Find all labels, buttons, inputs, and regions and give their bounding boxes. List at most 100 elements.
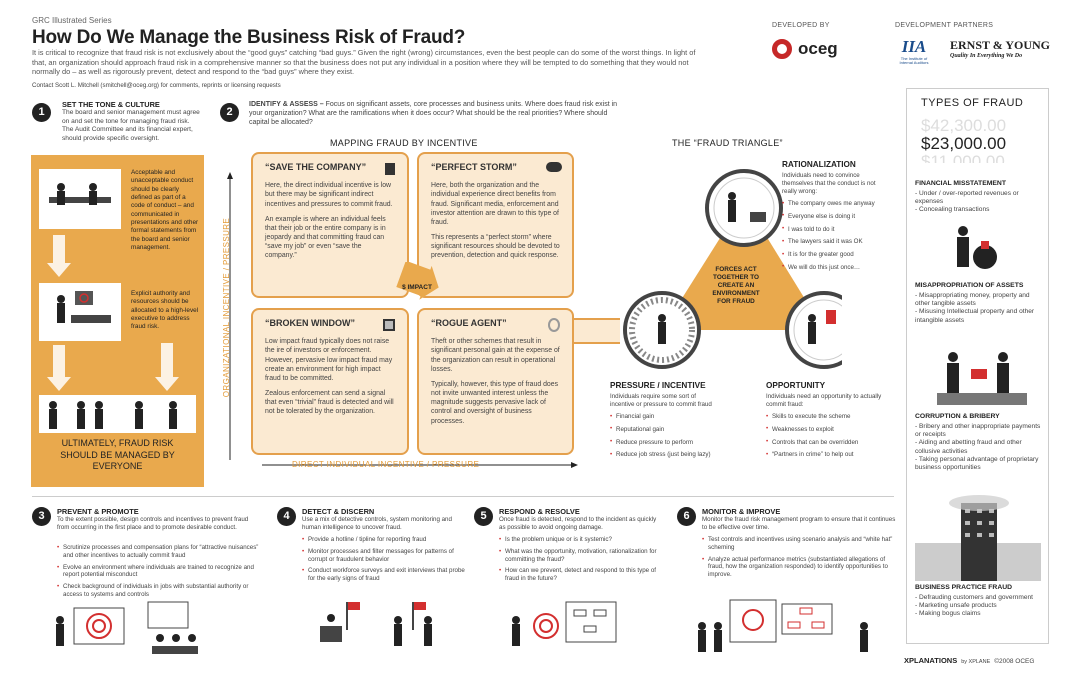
save-the-company-title: “SAVE THE COMPANY”: [265, 162, 367, 172]
step-3-item: Scrutinize processes and compensation pl…: [57, 544, 262, 560]
pressure-item: Reduce job stress (just being lazy): [610, 451, 735, 459]
step-5-title: RESPOND & RESOLVE: [499, 507, 580, 516]
step-5-text: Once fraud is detected, respond to the i…: [499, 516, 657, 532]
broken-window-box: “BROKEN WINDOW” Low impact fraud typical…: [251, 308, 409, 455]
tone-panel-illustration: [39, 169, 196, 433]
pressure-item: Financial gain: [610, 413, 735, 421]
financial-misstatement-list: - Under / over-reported revenues or expe…: [915, 190, 1043, 215]
footer-credits: XPLANATIONS by XPLANE ©2008 OCEG: [904, 656, 1034, 666]
corruption-item: - Bribery and other inappropriate paymen…: [915, 423, 1041, 439]
corruption-title: CORRUPTION & BRIBERY: [915, 413, 1000, 420]
save-the-company-box: “SAVE THE COMPANY” Here, the direct indi…: [251, 152, 409, 298]
amount-ghost-bottom: $11,000.00: [921, 152, 1005, 163]
prevent-illustration: [56, 601, 198, 654]
dev-partners-label: DEVELOPMENT PARTNERS: [895, 22, 994, 29]
opportunity-desc: Individuals need an opportunity to actua…: [766, 393, 882, 409]
intro-text: It is critical to recognize that fraud r…: [32, 48, 696, 77]
triangle-center-text: FORCES ACT TOGETHER TO CREATE AN ENVIRON…: [712, 266, 760, 305]
axis-arrows: [227, 172, 578, 468]
broken-window-p1: Low impact fraud typically does not rais…: [265, 338, 393, 382]
monitor-illustration: [698, 599, 868, 652]
rogue-agent-box: “ROGUE AGENT” Theft or other schemes tha…: [417, 308, 574, 455]
oceg-wordmark: oceg: [798, 39, 838, 58]
pressure-list: Financial gain Reputational gain Reduce …: [610, 413, 735, 464]
down-arrow-icon: [47, 345, 71, 391]
misappropriation-item: - Misusing Intellectual property and oth…: [915, 308, 1035, 324]
detect-illustration: [320, 602, 432, 646]
copyright: ©2008 OCEG: [994, 658, 1035, 665]
impact-label: $ IMPACT: [402, 284, 432, 291]
ey-logo: ERNST & YOUNG Quality In Everything We D…: [950, 38, 1050, 61]
business-item: - Marketing unsafe products: [915, 602, 997, 610]
step-1-text: The board and senior management must agr…: [62, 109, 200, 142]
fraud-triangle-graphic: [623, 169, 842, 369]
down-arrow-icon: [47, 235, 71, 277]
save-the-company-p1: Here, the direct individual incentive is…: [265, 182, 393, 208]
step-6-text: Monitor the fraud risk management progra…: [702, 516, 896, 532]
misappropriation-list: - Misappropriating money, property and o…: [915, 292, 1045, 325]
financial-item: - Under / over-reported revenues or expe…: [915, 190, 1019, 206]
xplanations-logo: XPLANATIONS: [904, 656, 958, 665]
business-item: - Making bogus claims: [915, 610, 981, 618]
corruption-list: - Bribery and other inappropriate paymen…: [915, 423, 1045, 472]
misappropriation-item: - Misappropriating money, property and o…: [915, 292, 1030, 308]
skyline-illustration: [915, 495, 1041, 581]
rogue-agent-p2: Typically, however, this type of fraud d…: [431, 380, 559, 425]
acceptable-conduct-text: Acceptable and unacceptable conduct shou…: [131, 169, 199, 251]
step-3-item: Check background of individuals in jobs …: [57, 583, 262, 599]
step-6-list: Test controls and incentives using scena…: [702, 536, 898, 583]
step-4-number: 4: [277, 507, 296, 526]
step-5-item: What was the opportunity, motivation, ra…: [499, 548, 661, 564]
step-5-number: 5: [474, 507, 493, 526]
rationalization-desc: Individuals need to convince themselves …: [782, 172, 876, 196]
pressure-item: Reduce pressure to perform: [610, 438, 735, 447]
rogue-agent-p1: Theft or other schemes that result in si…: [431, 338, 560, 373]
oceg-ring-icon: [772, 38, 792, 59]
step-3-number: 3: [32, 507, 51, 526]
perfect-storm-p2: This represents a “perfect storm” where …: [431, 234, 560, 260]
iia-logo: IIA The Institute of Internal Auditors: [895, 36, 933, 65]
step-6-item: Test controls and incentives using scena…: [702, 536, 898, 552]
bribery-handoff-illustration: [937, 352, 1027, 405]
step-4-title: DETECT & DISCERN: [302, 507, 375, 516]
perfect-storm-title: “PERFECT STORM”: [431, 162, 517, 172]
series-label: GRC Illustrated Series: [32, 16, 112, 25]
opportunity-item: Weaknesses to exploit: [766, 425, 894, 434]
building-icon: [385, 163, 395, 175]
window-icon: [383, 319, 395, 331]
step-4-item: Conduct workforce surveys and exit inter…: [302, 567, 468, 583]
types-of-fraud-title: TYPES OF FRAUD: [921, 97, 1024, 109]
ey-tagline: Quality In Everything We Do: [950, 53, 1023, 59]
money-bag-illustration: [957, 226, 997, 269]
financial-misstatement-title: FINANCIAL MISSTATEMENT: [915, 180, 1006, 187]
step-5-item: Is the problem unique or is it systemic?: [499, 536, 661, 544]
page-title: How Do We Manage the Business Risk of Fr…: [32, 27, 466, 48]
misappropriation-title: MISAPPROPRIATION OF ASSETS: [915, 282, 1024, 289]
storm-cloud-icon: [546, 162, 562, 172]
step-5-list: Is the problem unique or is it systemic?…: [499, 536, 661, 587]
financial-item: - Concealing transactions: [915, 206, 990, 214]
amount-main: $23,000.00: [921, 134, 1007, 153]
step-2-intro-text: Focus on significant assets, core proces…: [249, 101, 618, 127]
perfect-storm-p1: Here, both the organization and the indi…: [431, 182, 559, 226]
broken-window-title: “BROKEN WINDOW”: [265, 318, 355, 328]
step-6-title: MONITOR & IMPROVE: [702, 507, 781, 516]
opportunity-item: “Partners in crime” to help out: [766, 451, 894, 459]
rationalization-item: We will do this just once…: [782, 263, 894, 272]
step-3-title: PREVENT & PROMOTE: [57, 507, 139, 516]
business-practice-list: - Defrauding customers and government - …: [915, 594, 1043, 619]
business-practice-title: BUSINESS PRACTICE FRAUD: [915, 584, 1013, 591]
rogue-agent-title: “ROGUE AGENT”: [431, 318, 507, 328]
impact-arrow: [396, 262, 439, 300]
step-5-item: How can we prevent, detect and respond t…: [499, 567, 661, 583]
ey-name: ERNST & YOUNG: [950, 38, 1051, 52]
types-of-fraud-panel: TYPES OF FRAUD $42,300.00 $23,000.00 $11…: [906, 88, 1049, 644]
oceg-logo: oceg: [772, 38, 838, 59]
rationalization-list: The company owes me anyway Everyone else…: [782, 200, 894, 277]
pressure-title: PRESSURE / INCENTIVE: [610, 381, 706, 390]
amount-ghost-top: $42,300.00: [921, 116, 1007, 135]
step-1-number: 1: [32, 103, 51, 122]
explicit-authority-text: Explicit authority and resources should …: [131, 290, 199, 331]
corruption-item: - Aiding and abetting fraud and other co…: [915, 439, 1022, 455]
step-4-item: Monitor processes and filter messages fo…: [302, 548, 468, 564]
